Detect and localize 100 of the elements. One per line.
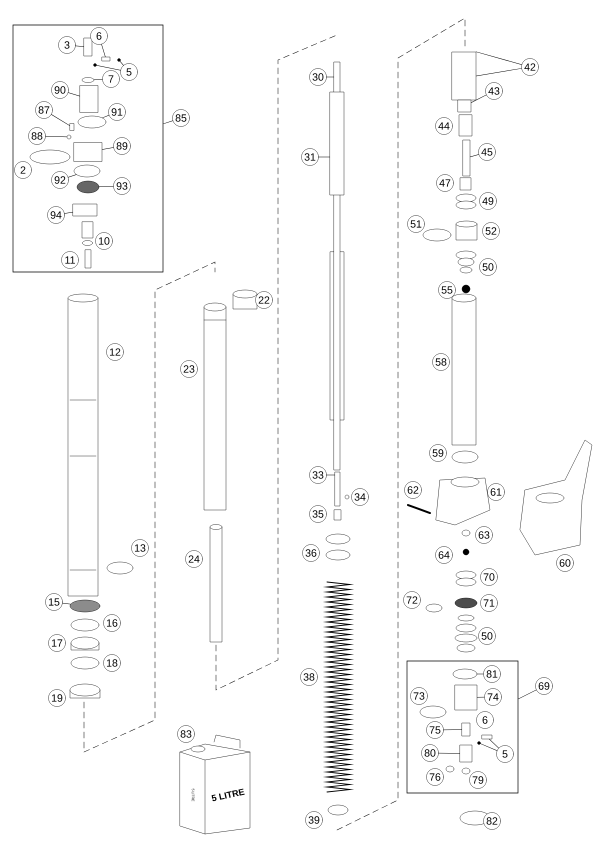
leader-line [68, 92, 80, 96]
callout-number: 43 [485, 82, 503, 100]
screw-drawing [84, 38, 92, 56]
callout-number: 50 [479, 258, 497, 276]
callout-number: 92 [51, 171, 69, 189]
nut-drawing [458, 100, 472, 112]
leader-line [45, 136, 68, 138]
callout-number: 61 [487, 483, 505, 501]
leader-line [62, 602, 71, 604]
callout-number: 63 [475, 526, 493, 544]
damper-tube-drawing [330, 92, 344, 196]
leader-line [75, 46, 84, 47]
leader-line [326, 474, 336, 476]
washer-drawing [66, 134, 72, 140]
callout-number: 49 [479, 192, 497, 210]
ball-drawing [477, 741, 481, 745]
callout-number: 59 [429, 444, 447, 462]
o-ring-drawing [78, 116, 106, 128]
callout-number: 44 [435, 117, 453, 135]
callout-number: 72 [403, 591, 421, 609]
callout-number: 74 [484, 688, 502, 706]
callout-number: 35 [309, 505, 327, 523]
leader-line [480, 743, 498, 751]
leader-line [476, 52, 522, 65]
leader-line [318, 156, 330, 158]
o-ring-drawing [82, 77, 94, 83]
callout-number: 39 [305, 811, 323, 829]
group-frame [12, 24, 164, 272]
callout-number: 90 [51, 81, 69, 99]
callout-number: 23 [180, 360, 198, 378]
plug-drawing [74, 142, 102, 162]
callout-number: 6 [476, 711, 494, 729]
callout-number: 76 [426, 768, 444, 786]
valve-seat-drawing [460, 744, 472, 762]
callout-number: 34 [351, 488, 369, 506]
ball-drawing [117, 58, 121, 62]
callout-number: 5 [120, 63, 138, 81]
valve-rod-drawing [462, 140, 470, 176]
callout-number: 87 [35, 101, 53, 119]
leader-line [102, 147, 114, 150]
leader-line [470, 154, 479, 158]
callout-number: 83 [177, 725, 195, 743]
o-ring-drawing [452, 668, 478, 680]
leader-line [64, 212, 74, 214]
callout-number: 31 [301, 148, 319, 166]
leader-line [443, 729, 462, 730]
callout-number: 89 [113, 137, 131, 155]
callout-number: 10 [95, 232, 113, 250]
callout-number: 82 [483, 812, 501, 830]
leader-line [518, 690, 536, 700]
callout-number: 33 [309, 466, 327, 484]
callout-number: 70 [480, 568, 498, 586]
leader-line [470, 94, 486, 103]
callout-number: 93 [113, 177, 131, 195]
bushing-drawing [70, 600, 100, 612]
callout-number: 75 [426, 721, 444, 739]
callout-number: 71 [480, 594, 498, 612]
leader-line [476, 68, 522, 76]
callout-number: 36 [302, 544, 320, 562]
callout-number: 51 [407, 215, 425, 233]
callout-number: 73 [410, 687, 428, 705]
valve-bolt-drawing [334, 472, 340, 506]
callout-number: 12 [106, 343, 124, 361]
callout-number: 17 [48, 634, 66, 652]
o-ring-drawing [74, 164, 100, 178]
valve-body-drawing [80, 85, 98, 113]
callout-number: 42 [521, 58, 539, 76]
leader-line [163, 120, 173, 124]
callout-number: 94 [47, 206, 65, 224]
callout-number: 58 [432, 353, 450, 371]
callout-number: 38 [300, 668, 318, 686]
callout-number: 18 [103, 654, 121, 672]
leader-line [68, 174, 76, 178]
leader-line [98, 186, 114, 187]
callout-number: 62 [404, 481, 422, 499]
leader-line [326, 76, 334, 78]
callout-number: 24 [185, 550, 203, 568]
callout-number: 64 [435, 546, 453, 564]
callout-number: 69 [535, 677, 553, 695]
callout-number: 15 [45, 593, 63, 611]
callout-number: 6 [90, 27, 108, 45]
callout-number: 22 [255, 291, 273, 309]
callout-number: 13 [131, 539, 149, 557]
callout-number: 85 [172, 109, 190, 127]
leader-line [101, 44, 106, 58]
callout-number: 5 [496, 745, 514, 763]
callout-number: 60 [556, 554, 574, 572]
needle-drawing [462, 722, 470, 736]
leader-line [489, 738, 499, 748]
callout-number: 3 [58, 36, 76, 54]
group-frame [406, 660, 518, 794]
screw-drawing [70, 123, 74, 131]
callout-number: 91 [108, 103, 126, 121]
callout-number: 2 [14, 161, 32, 179]
leader-line [438, 752, 460, 754]
valve-body-drawing [454, 684, 478, 710]
leader-line [94, 79, 103, 80]
callout-number: 52 [482, 222, 500, 240]
leader-line [476, 696, 485, 698]
callout-number: 81 [483, 665, 501, 683]
